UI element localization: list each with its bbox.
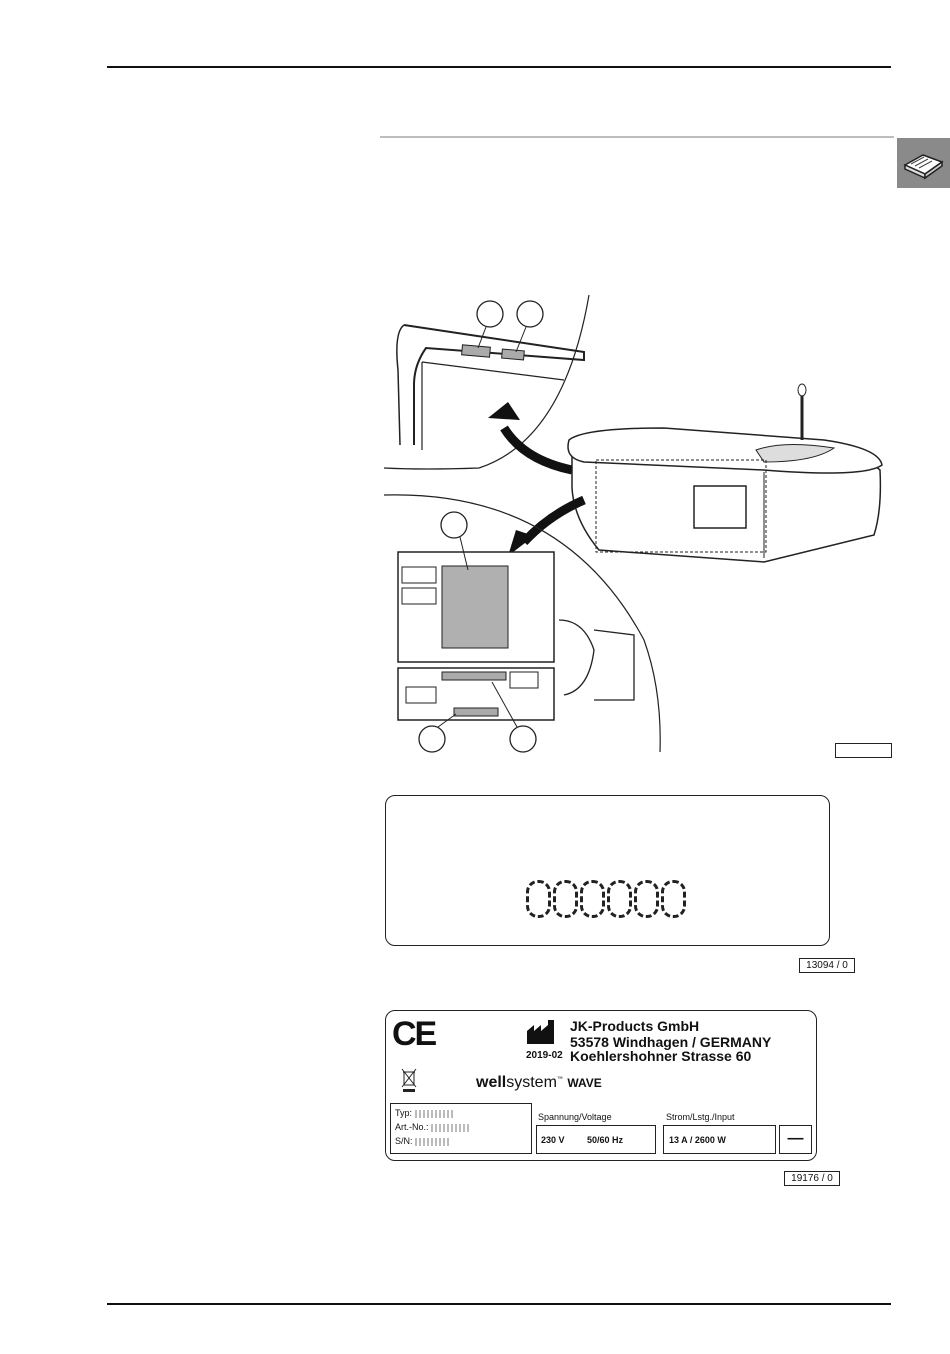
manual-tab: [897, 138, 950, 188]
brand-tm: ™: [557, 1077, 563, 1083]
sn-label: S/N:: [395, 1136, 413, 1146]
serial-number-panel: [385, 795, 830, 946]
ce-mark: CE: [392, 1015, 435, 1054]
footer-rule: [107, 1303, 891, 1305]
digit-placeholder: [526, 880, 551, 918]
figure-ref-1: [835, 743, 892, 758]
protection-class-box: —: [779, 1125, 812, 1154]
sn-redacted: [415, 1138, 449, 1146]
digit-placeholder: [607, 880, 632, 918]
figure-ref-3: 19176 / 0: [784, 1171, 840, 1186]
typ-redacted: [415, 1110, 455, 1118]
callout-circle: [441, 512, 467, 538]
manufacturer-address: JK-Products GmbH 53578 Windhagen / GERMA…: [570, 1018, 771, 1050]
book-icon: [897, 138, 950, 188]
typ-label: Typ:: [395, 1108, 412, 1118]
brand-logo: wellsystem™ WAVE: [476, 1074, 602, 1092]
model-name: WAVE: [567, 1076, 601, 1090]
art-redacted: [431, 1124, 471, 1132]
factory-icon: [526, 1019, 556, 1045]
company-name: JK-Products GmbH: [570, 1018, 771, 1034]
device-illustration: [384, 290, 894, 760]
art-label: Art.-No.:: [395, 1122, 429, 1132]
crossed-bin-icon: [400, 1067, 418, 1093]
callout-circle: [419, 726, 445, 752]
protection-class-symbol: —: [788, 1130, 804, 1147]
digit-placeholder: [661, 880, 686, 918]
input-value: 13 A / 2600 W: [669, 1135, 726, 1145]
voltage-box: 230 V 50/60 Hz: [536, 1125, 656, 1154]
manufacture-date: 2019-02: [526, 1050, 563, 1061]
brand-rest: system: [506, 1074, 557, 1091]
upper-detail-view: [384, 295, 589, 469]
callout-circle: [477, 301, 503, 327]
nameplate: CE JK-Products GmbH 53578 Windhagen / GE…: [385, 1010, 817, 1161]
section-rule: [380, 136, 894, 138]
frequency-value: 50/60 Hz: [587, 1135, 623, 1145]
serial-digit-placeholders: [526, 880, 686, 918]
callout-circle: [510, 726, 536, 752]
company-street: Koehlershohner Strasse 60: [570, 1048, 751, 1064]
device-body: [568, 384, 882, 562]
id-box: Typ: Art.-No.: S/N:: [390, 1103, 532, 1154]
brand-bold: well: [476, 1074, 506, 1091]
voltage-value: 230 V: [541, 1135, 565, 1145]
digit-placeholder: [634, 880, 659, 918]
header-rule: [107, 66, 891, 68]
input-box: 13 A / 2600 W: [663, 1125, 776, 1154]
digit-placeholder: [553, 880, 578, 918]
callout-circle: [517, 301, 543, 327]
digit-placeholder: [580, 880, 605, 918]
figure-ref-2: 13094 / 0: [799, 958, 855, 973]
input-label: Strom/Lstg./Input: [666, 1112, 735, 1122]
voltage-label: Spannung/Voltage: [538, 1112, 612, 1122]
